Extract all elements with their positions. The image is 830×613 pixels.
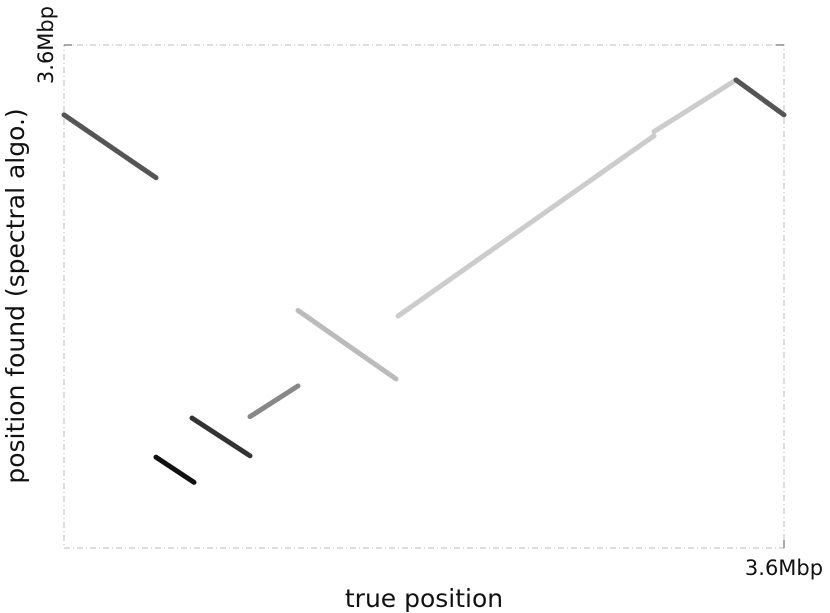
data-segment-6 [395,133,657,319]
data-segment-1 [61,112,159,181]
x-tick-label: 3.6Mbp [745,556,823,580]
y-axis-label: position found (spectral algo.) [1,108,30,483]
plot-frame [63,44,785,549]
data-segment-5 [295,307,399,382]
data-segment-3 [189,415,253,459]
data-segments [61,77,787,485]
data-segment-8 [733,77,787,118]
data-segment-7 [651,77,739,135]
data-segment-2 [153,454,197,485]
x-axis-label: true position [345,584,503,613]
data-segment-4 [247,383,301,420]
y-tick-label: 3.6Mbp [34,6,58,84]
